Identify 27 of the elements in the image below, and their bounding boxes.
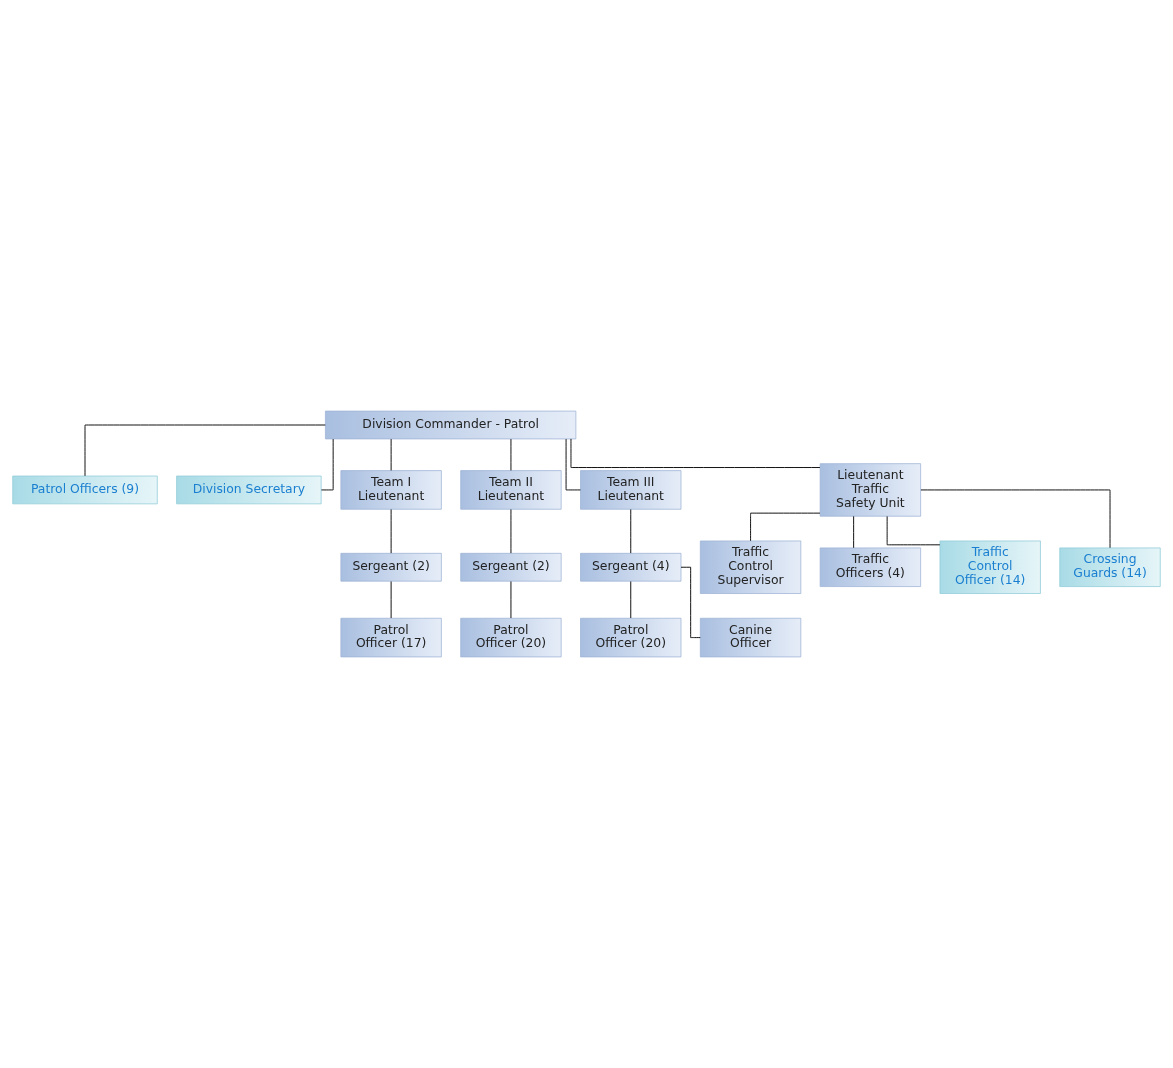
node-box: Sergeant (4) — [580, 552, 682, 582]
node-box: Crossing Guards (14) — [1059, 547, 1161, 587]
node-box: Traffic Control Officer (14) — [939, 540, 1041, 594]
node-box: Canine Officer — [699, 617, 802, 658]
node-box: Team III Lieutenant — [580, 470, 682, 510]
node-box: Patrol Officer (20) — [460, 617, 562, 658]
connector — [886, 515, 941, 546]
node-box: Traffic Officers (4) — [819, 547, 921, 587]
node-box: Patrol Officers (9) — [12, 475, 158, 505]
connector — [84, 424, 326, 477]
node-box: Traffic Control Supervisor — [699, 540, 802, 594]
node-box: Sergeant (2) — [460, 552, 562, 582]
connector — [630, 508, 632, 554]
node-box: Patrol Officer (17) — [340, 617, 442, 658]
connector — [565, 438, 581, 491]
node-box: Team I Lieutenant — [340, 470, 442, 510]
node-box: Team II Lieutenant — [460, 470, 562, 510]
node-box: Division Commander - Patrol — [325, 410, 577, 440]
node-box: Division Secretary — [176, 475, 322, 505]
connector — [853, 515, 855, 549]
connector — [570, 438, 821, 468]
connector — [630, 581, 632, 619]
node-box: Patrol Officer (20) — [580, 617, 682, 658]
node-box: Sergeant (2) — [340, 552, 442, 582]
connector — [680, 566, 701, 639]
node-box: Lieutenant Traffic Safety Unit — [819, 463, 921, 517]
connector — [750, 512, 821, 542]
